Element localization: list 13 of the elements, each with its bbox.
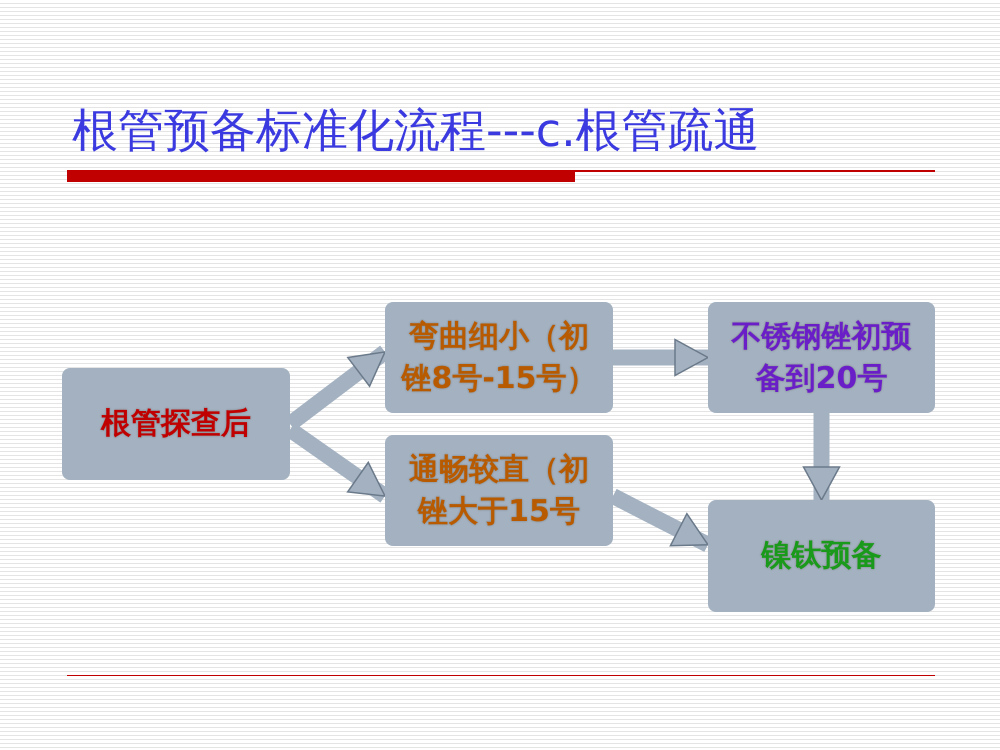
process-box [708, 500, 935, 612]
box-label: 弯曲细小（初锉8号-15号） [400, 318, 598, 398]
process-box [385, 302, 613, 413]
block-arrow [802, 413, 840, 501]
process-box [708, 302, 935, 413]
process-box [385, 435, 613, 546]
box-label: 根管探查后 [101, 405, 251, 443]
block-arrow [613, 338, 709, 376]
box-label: 镍钛预备 [762, 537, 882, 575]
box-label: 不锈钢锉初预备到20号 [730, 318, 912, 398]
box-label: 通畅较直（初锉大于15号 [408, 450, 590, 530]
process-box [62, 368, 290, 480]
slide-title: 根管预备标准化流程---c.根管疏通 [72, 102, 761, 159]
